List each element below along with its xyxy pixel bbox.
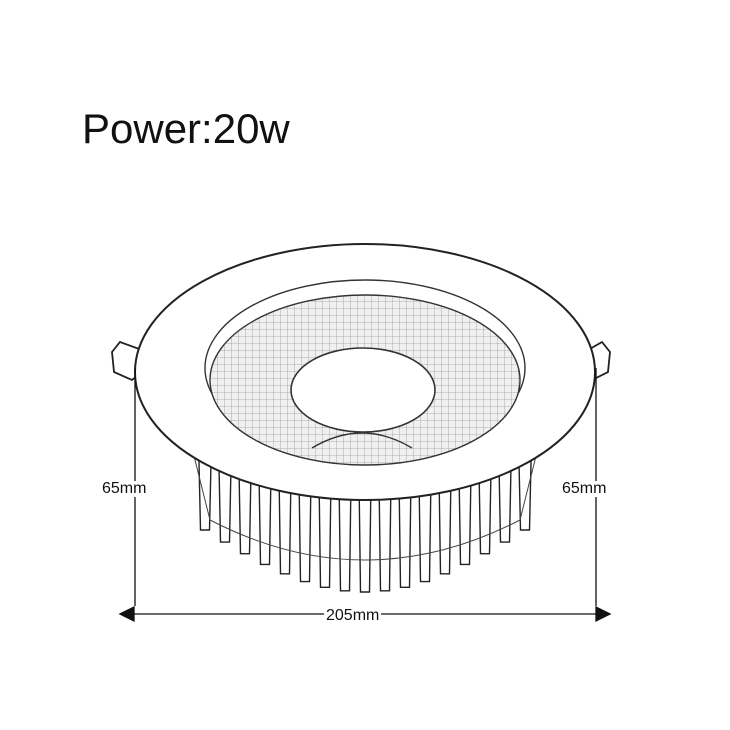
- reflector-rim: [209, 294, 521, 466]
- reflector: [210, 295, 520, 465]
- height-label-right: 65mm: [560, 480, 609, 497]
- lens-base: [311, 432, 413, 449]
- cob-lens: [290, 347, 436, 433]
- width-label: 205mm: [324, 607, 382, 624]
- power-title: Power:20w: [82, 105, 290, 152]
- height-label-left: 65mm: [100, 480, 149, 497]
